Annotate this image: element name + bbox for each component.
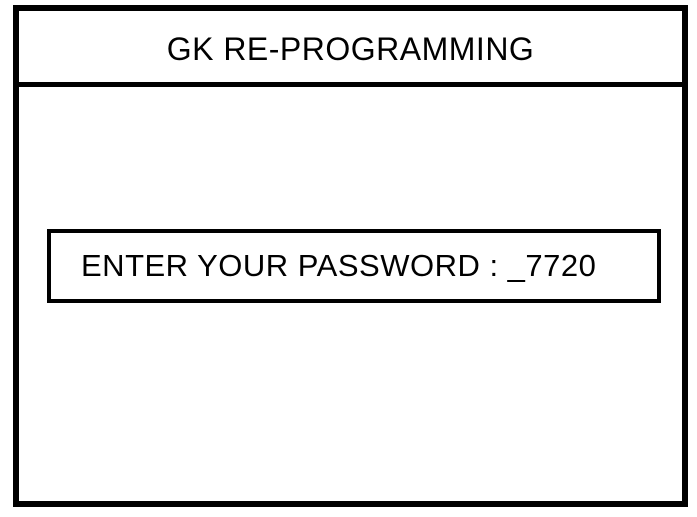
screen-frame: GK RE-PROGRAMMING ENTER YOUR PASSWORD : … (13, 5, 688, 507)
title-bar: GK RE-PROGRAMMING (19, 11, 682, 87)
screen-body: ENTER YOUR PASSWORD : _7720 (19, 87, 682, 501)
password-prompt-text: ENTER YOUR PASSWORD : _7720 (81, 248, 597, 283)
password-input-box[interactable]: ENTER YOUR PASSWORD : _7720 (47, 229, 661, 303)
screen-title: GK RE-PROGRAMMING (166, 31, 535, 67)
